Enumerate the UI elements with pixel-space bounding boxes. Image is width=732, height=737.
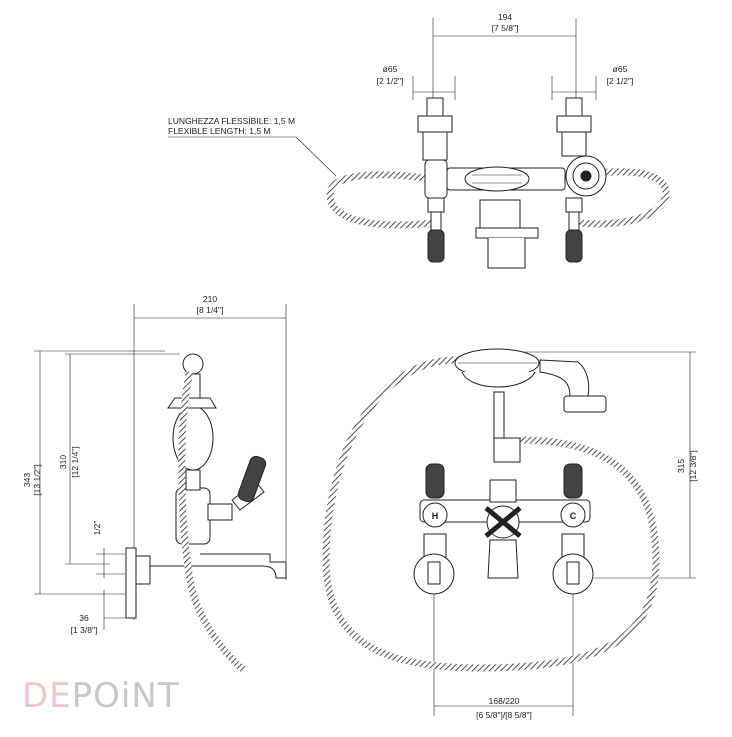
height-in: [12 1/4"] xyxy=(70,446,80,477)
side-view-labels: 210 [8 1/4"] 343 [13 1/2"] 310 [12 1/4"]… xyxy=(22,294,223,635)
brand-part-point: POiNT xyxy=(72,676,180,716)
hot-mark: H xyxy=(432,511,439,521)
wall-offset-in: [1 3/8"] xyxy=(71,625,98,635)
total-height-in: [13 1/2"] xyxy=(32,464,42,495)
total-height-mm: 343 xyxy=(22,473,32,487)
top-view-labels: 194 [7 5/8"] ø65 [2 1/2"] ø65 [2 1/2"] L… xyxy=(168,12,633,136)
left-diameter-in: [2 1/2"] xyxy=(377,76,404,86)
top-view xyxy=(168,18,670,269)
brand-logo: DEPOiNT xyxy=(22,676,180,716)
wall-offset-mm: 36 xyxy=(79,613,89,623)
hose-length-label-it: LUNGHEZZA FLESSIBILE: 1,5 M xyxy=(168,116,295,126)
front-view xyxy=(322,348,696,716)
front-view-labels: 315 [12 3/8"] 168/220 [6 5/8"]/[8 5/8"] … xyxy=(432,450,698,720)
side-depth-mm: 210 xyxy=(203,294,217,304)
brand-part-de: DE xyxy=(22,676,72,716)
front-height-mm: 315 xyxy=(676,459,686,473)
top-width-mm: 194 xyxy=(498,12,512,22)
top-width-in: [7 5/8"] xyxy=(492,23,519,33)
centers-mm: 168/220 xyxy=(489,696,520,706)
svg-text:DEPOiNT: DEPOiNT xyxy=(22,676,180,716)
front-height-in: [12 3/8"] xyxy=(688,450,698,481)
hose-length-label-en: FLEXIBLE LENGTH: 1,5 M xyxy=(168,126,271,136)
side-depth-in: [8 1/4"] xyxy=(197,305,224,315)
right-diameter-mm: ø65 xyxy=(613,64,628,74)
left-diameter-mm: ø65 xyxy=(383,64,398,74)
height-mm: 310 xyxy=(58,455,68,469)
cold-mark: C xyxy=(570,511,577,521)
side-view xyxy=(34,304,287,673)
thread-size: 1/2" xyxy=(92,521,102,536)
centers-in: [6 5/8"]/[8 5/8"] xyxy=(476,710,532,720)
right-diameter-in: [2 1/2"] xyxy=(607,76,634,86)
